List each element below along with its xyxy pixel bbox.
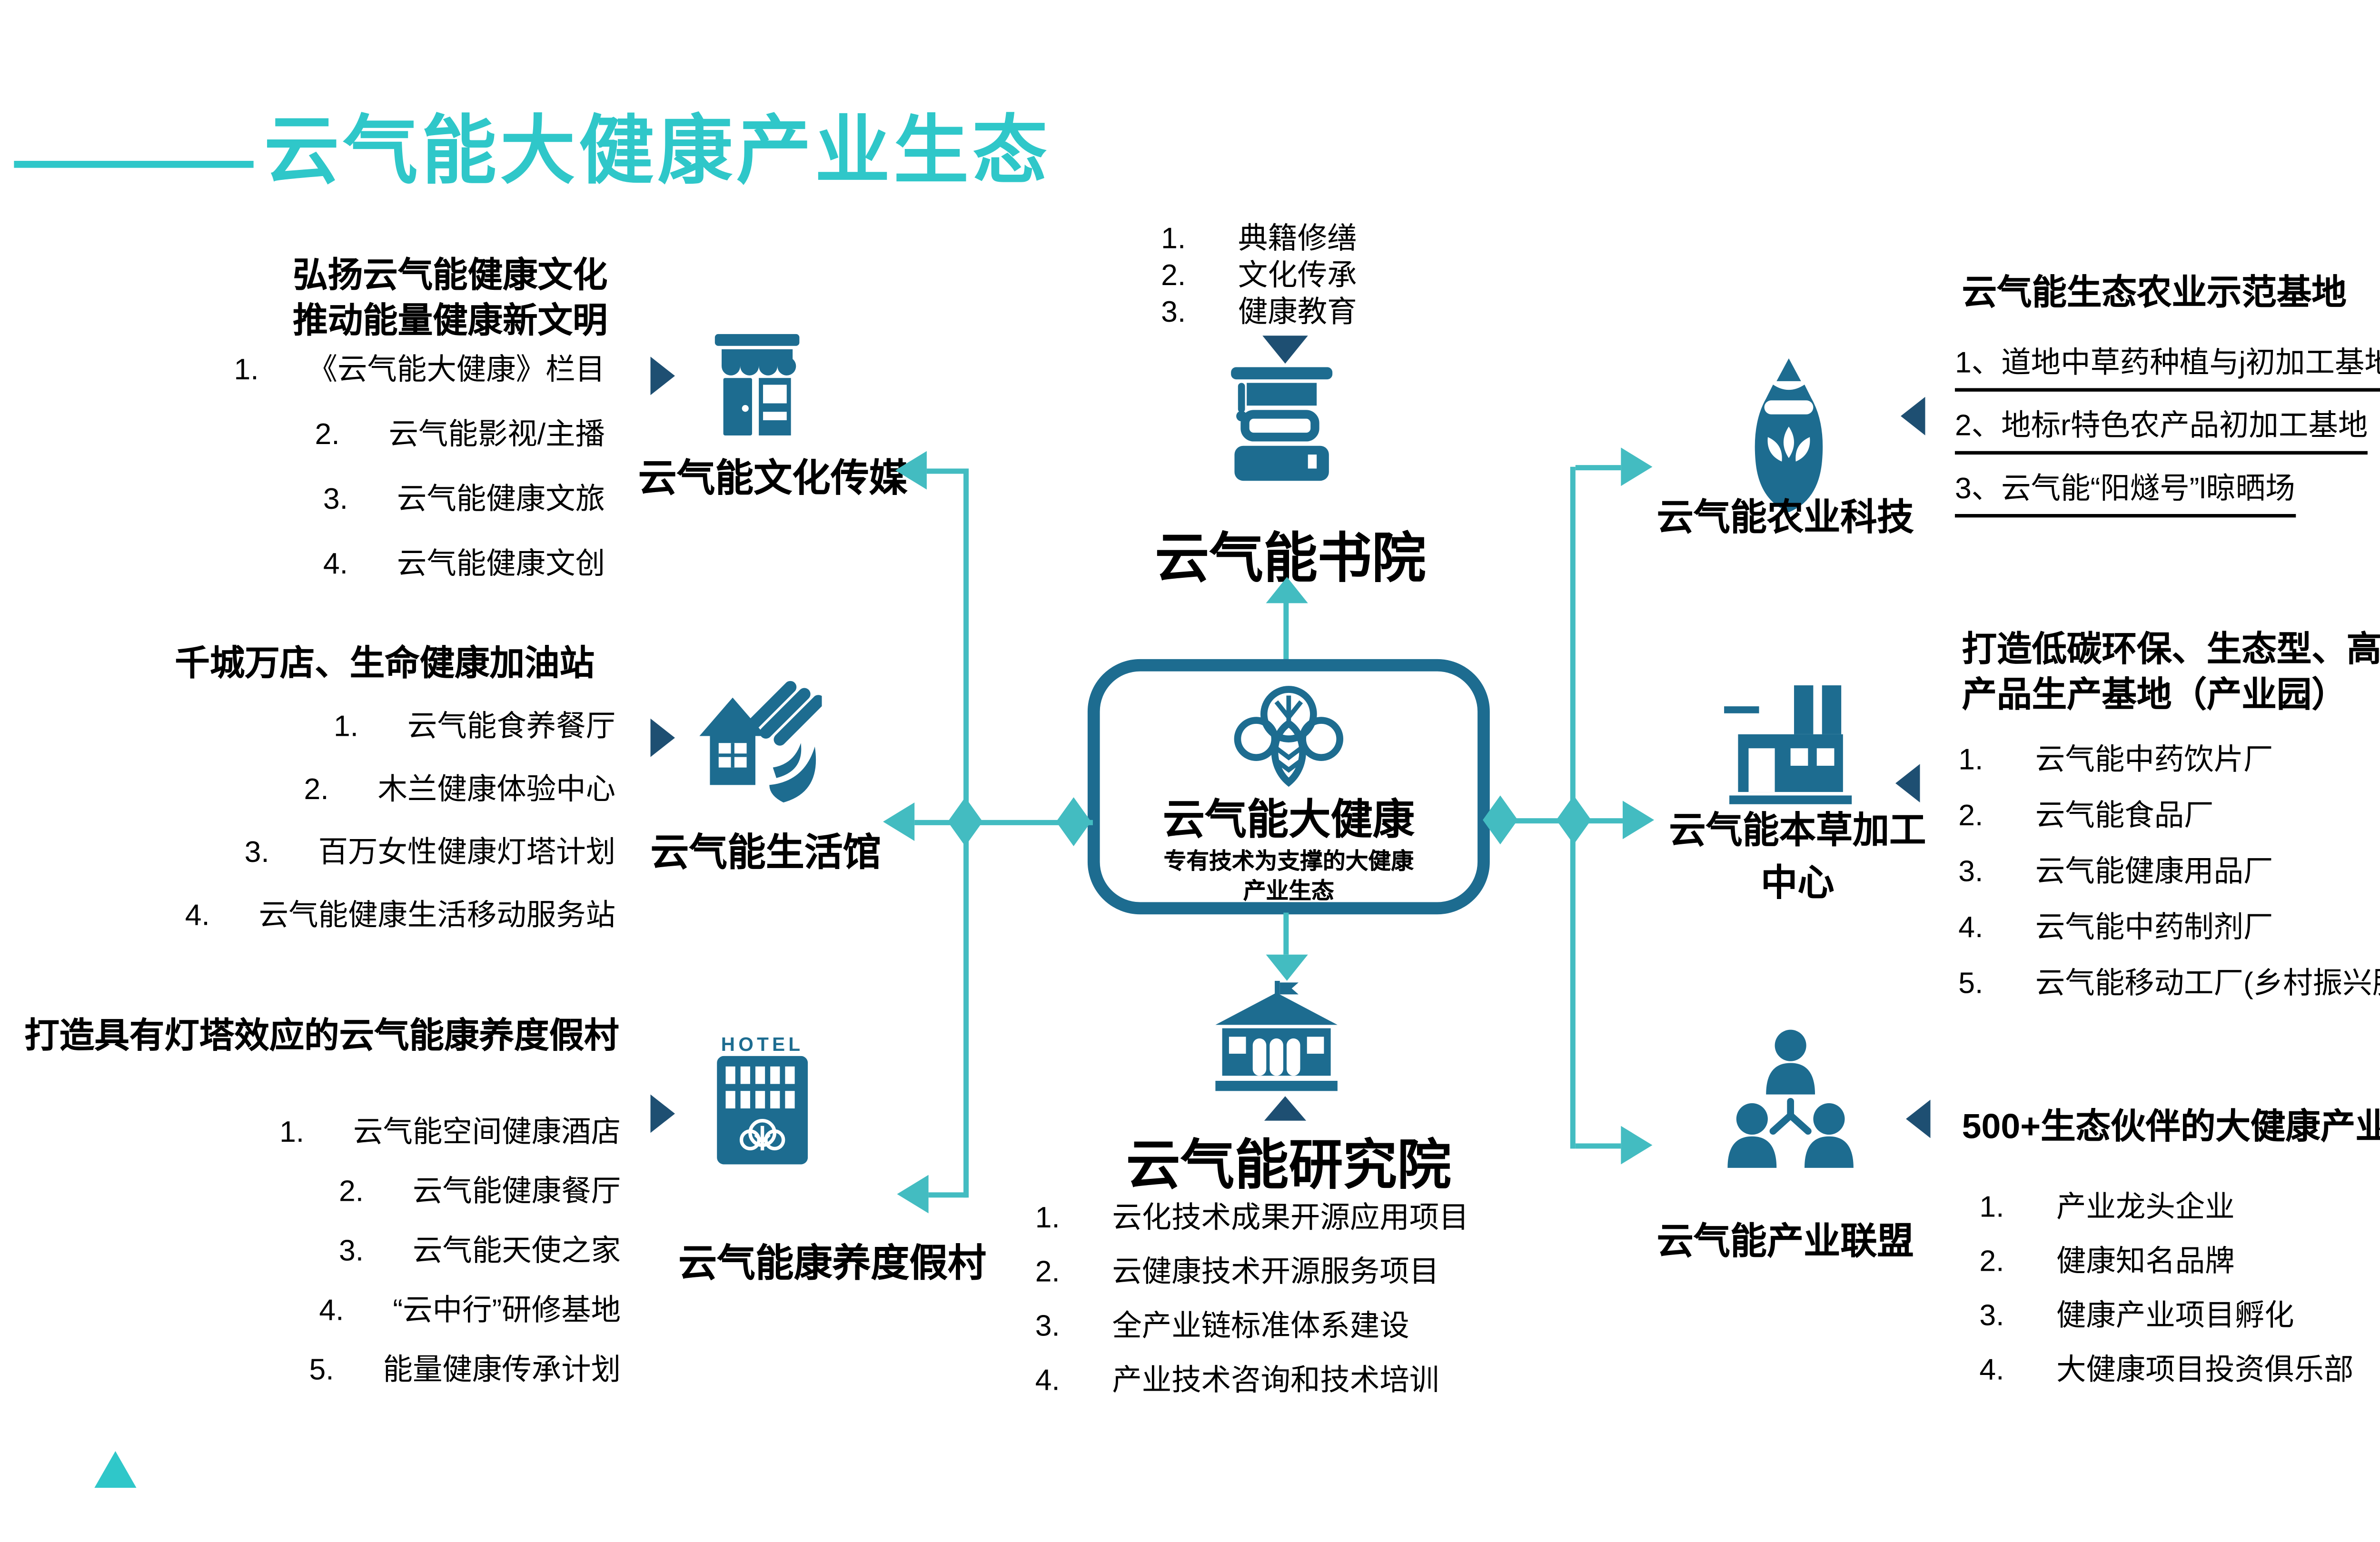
pointer-right-icon — [650, 356, 675, 395]
kangyang-heading: 打造具有灯塔效应的云气能康养度假村 — [24, 1017, 619, 1056]
pointer-down-icon — [1262, 336, 1308, 364]
bencao-heading: 打造低碳环保、生态型、高标准的云气能产品生产基地（产业园） — [1962, 631, 2380, 715]
yanjiuyuan-list: 1.云化技术成果开源应用项目 2.云健康技术开源服务项目 3.全产业链标准体系建设 4… — [1035, 1199, 1542, 1416]
list-item: 2.健康知名品牌 — [1979, 1245, 2235, 1278]
list-item: 2.云健康技术开源服务项目 — [1035, 1255, 1439, 1289]
connector-right-mid — [1489, 818, 1623, 824]
list-item: 4.大健康项目投资俱乐部 — [1979, 1353, 2354, 1387]
arrow-left-icon — [883, 802, 915, 841]
list-item: 3.云气能健康用品厂 — [1958, 855, 2273, 889]
corner-triangle-icon — [94, 1451, 137, 1488]
hotel-icon: HOTEL — [714, 1035, 812, 1173]
books-gradcap-icon — [1231, 367, 1333, 481]
people-network-icon — [1727, 1029, 1854, 1168]
shenghuo-label: 云气能生活馆 — [650, 830, 882, 874]
list-item: 3、云气能“阳燧号”l晾晒场 — [1954, 468, 2295, 518]
hotel-sign-text: HOTEL — [721, 1035, 804, 1056]
lianmeng-heading: 500+生态伙伴的大健康产业联盟 — [1962, 1108, 2380, 1147]
house-leaf-icon — [699, 681, 822, 803]
diamond-connector — [1556, 795, 1591, 845]
list-item: 5.云气能移动工厂(乡村振兴服务车) — [1958, 967, 2380, 1000]
bencao-list: 1.云气能中药饮片厂 2.云气能食品厂 3.云气能健康用品厂 4.云气能中药制剂厂 5.… — [1958, 741, 2380, 1021]
list-item: 4.云气能健康文创 — [323, 547, 605, 581]
list-item: 1.典籍修缮 — [1161, 222, 1357, 256]
pointer-left-icon — [1906, 1099, 1931, 1138]
pointer-right-icon — [650, 1094, 675, 1133]
pointer-up-icon — [1264, 1096, 1307, 1121]
arrow-up-icon — [1266, 577, 1308, 603]
center-name: 云气能大健康 — [1162, 797, 1415, 845]
list-item: 4.“云中行”研修基地 — [319, 1294, 621, 1327]
list-item: 1.云气能空间健康酒店 — [279, 1115, 621, 1149]
list-item: 1.云气能中药饮片厂 — [1958, 743, 2273, 777]
list-item: 4.产业技术咨询和技术培训 — [1035, 1364, 1439, 1397]
shenghuo-heading: 千城万店、生命健康加油站 — [175, 645, 595, 684]
kangyang-list: 1.云气能空间健康酒店 2.云气能健康餐厅 3.云气能天使之家 4.“云中行”研修基地… — [70, 1112, 621, 1409]
list-item: 4.云气能健康生活移动服务站 — [185, 899, 616, 932]
center-subtitle-1: 专有技术为支撑的大健康 — [1163, 848, 1414, 874]
list-item: 1.《云气能大健康》栏目 — [234, 353, 605, 386]
connector-left-top — [926, 468, 967, 474]
center-subtitle-2: 产业生态 — [1243, 878, 1334, 904]
pointer-right-icon — [650, 718, 675, 757]
center-hub: 云气能大健康 专有技术为支撑的大健康 产业生态 — [1087, 659, 1490, 915]
museum-building-icon — [1215, 980, 1338, 1091]
connector-center-top — [1283, 601, 1289, 661]
list-item: 2.木兰健康体验中心 — [304, 772, 616, 806]
arrow-left-icon — [895, 451, 927, 490]
list-item: 2.云气能食品厂 — [1958, 799, 2214, 832]
nongye-heading: 云气能生态农业示范基地 — [1962, 274, 2347, 313]
list-item: 3.云气能天使之家 — [338, 1234, 621, 1268]
lianmeng-list: 1.产业龙头企业 2.健康知名品牌 3.健康产业项目孵化 4.大健康项目投资俱乐部 — [1979, 1189, 2380, 1406]
bencao-label: 云气能本草加工 中心 — [1669, 811, 1926, 904]
shenghuo-list: 1.云气能食养餐厅 2.木兰健康体验中心 3.百万女性健康灯塔计划 4.云气能健康生活… — [105, 706, 615, 958]
arrow-right-icon — [1621, 1126, 1653, 1165]
connector-left-bottom — [928, 1192, 967, 1198]
diamond-connector — [948, 797, 983, 846]
list-item: 4.云气能中药制剂厂 — [1958, 910, 2273, 944]
list-item: 1、道地中草药种植与j初加工基地 — [1954, 343, 2380, 392]
hotel-building-icon — [717, 1056, 808, 1165]
wenhua-list: 1.《云气能大健康》栏目 2.云气能影视/主播 3.云气能健康文旅 4.云气能健康文创 — [105, 350, 605, 609]
lianmeng-label: 云气能产业联盟 — [1656, 1222, 1914, 1263]
list-item: 1.云化技术成果开源应用项目 — [1035, 1201, 1469, 1235]
nongye-list: 1、道地中草药种植与j初加工基地 2、地标r特色农产品初加工基地 3、云气能“阳燧号… — [1954, 343, 2380, 532]
list-item: 2.文化传承 — [1161, 258, 1357, 292]
list-item: 3.健康产业项目孵化 — [1979, 1299, 2294, 1333]
diamond-connector — [1056, 797, 1091, 846]
arrow-right-icon — [1622, 801, 1655, 840]
list-item: 3.百万女性健康灯塔计划 — [244, 835, 616, 869]
storefront-icon — [714, 334, 800, 435]
nongye-label: 云气能农业科技 — [1656, 498, 1914, 539]
pointer-left-icon — [1901, 396, 1925, 435]
cloud-wheat-logo-icon — [1234, 686, 1344, 787]
arrow-down-icon — [1266, 954, 1308, 981]
arrow-left-icon — [897, 1175, 929, 1214]
pointer-left-icon — [1895, 764, 1920, 803]
list-item: 2、地标r特色农产品初加工基地 — [1954, 405, 2368, 455]
kangyang-label: 云气能康养度假村 — [678, 1241, 986, 1285]
factory-icon — [1724, 685, 1852, 804]
connector-center-bottom — [1283, 912, 1289, 955]
list-item: 2.云气能健康餐厅 — [338, 1175, 621, 1208]
arrow-right-icon — [1621, 447, 1653, 486]
connector-right-bottom — [1575, 1143, 1621, 1149]
connector-left-mid — [914, 820, 1093, 825]
list-item: 1.产业龙头企业 — [1979, 1190, 2235, 1224]
list-item: 1.云气能食养餐厅 — [333, 710, 616, 743]
wenhua-heading: 弘扬云气能健康文化 推动能量健康新文明 — [293, 257, 608, 341]
yanjiuyuan-label: 云气能研究院 — [1126, 1135, 1451, 1196]
title-underline — [14, 160, 254, 168]
list-item: 3.云气能健康文旅 — [323, 482, 605, 516]
page-title: 云气能大健康产业生态 — [264, 110, 1051, 194]
connector-right-top — [1575, 465, 1621, 471]
list-item: 3.健康教育 — [1161, 295, 1357, 329]
wenhua-label: 云气能文化传媒 — [638, 456, 908, 500]
list-item: 5.能量健康传承计划 — [309, 1353, 621, 1387]
seed-bag-icon — [1755, 358, 1823, 513]
list-item: 2.云气能影视/主播 — [315, 417, 605, 451]
list-item: 3.全产业链标准体系建设 — [1035, 1309, 1409, 1343]
